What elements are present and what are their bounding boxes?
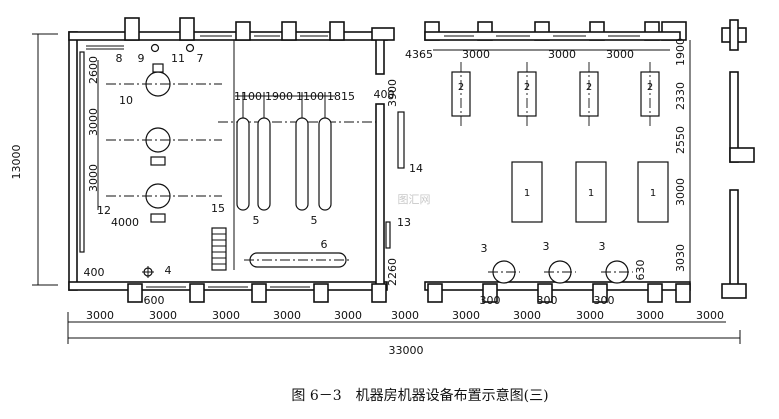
horizontal-tank (244, 252, 352, 268)
label-7: 7 (197, 52, 204, 65)
dim-4000: 4000 (111, 216, 139, 229)
item-labels: 8 9 11 7 10 12 15 4 5 5 6 14 13 2 2 2 2 … (97, 52, 656, 277)
dimension-lines (32, 33, 741, 344)
label-15: 15 (211, 202, 225, 215)
left-vertical-2600: 2600 (87, 56, 100, 84)
bottom-span-1: 3000 (86, 309, 114, 322)
dim-400-right: 400 (374, 88, 395, 101)
bottom-span-11: 3000 (696, 309, 724, 322)
offset-300-3: 300 (594, 294, 615, 307)
label-3-b: 3 (543, 240, 550, 253)
left-vertical-3000a: 3000 (87, 108, 100, 136)
figure-caption: 图 6－3 机器房机器设备布置示意图(三) (291, 387, 548, 404)
bottom-span-4: 3000 (273, 309, 301, 322)
bottom-span-10: 3000 (636, 309, 664, 322)
bottom-span-3: 3000 (212, 309, 240, 322)
label-5b: 5 (311, 214, 318, 227)
right-vert-2330: 2330 (674, 82, 687, 110)
label-14: 14 (409, 162, 423, 175)
left-building-walls (68, 17, 395, 303)
unit-2-d: 2 (647, 82, 653, 93)
label-6: 6 (321, 238, 328, 251)
dim-630: 630 (634, 260, 647, 281)
tank-group (235, 92, 335, 211)
right-top-span-1: 3000 (462, 48, 490, 61)
right-room-equipment (451, 62, 669, 284)
right-top-span-2: 3000 (548, 48, 576, 61)
tank-dim-1100a: 1100 (234, 90, 262, 103)
dimension-texts: 33000 13000 3000 3000 3000 3000 3000 300… (10, 38, 724, 357)
label-8: 8 (116, 52, 123, 65)
label-3-c: 3 (599, 240, 606, 253)
right-vert-1900: 1900 (674, 38, 687, 66)
dim-400-left: 400 (84, 266, 105, 279)
overall-height: 13000 (10, 145, 23, 180)
label-11: 11 (171, 52, 185, 65)
label-10: 10 (119, 94, 133, 107)
unit-1-b: 1 (588, 188, 594, 199)
label-9: 9 (138, 52, 145, 65)
item-14 (397, 111, 405, 169)
label-4: 4 (165, 264, 172, 277)
right-vert-3030: 3030 (674, 244, 687, 272)
bottom-span-9: 3000 (576, 309, 604, 322)
right-vert-2550: 2550 (674, 126, 687, 154)
unit-1-c: 1 (650, 188, 656, 199)
bottom-span-2: 3000 (149, 309, 177, 322)
tank-dim-1815: 1815 (327, 90, 355, 103)
label-5a: 5 (253, 214, 260, 227)
dim-3900: 3900 (386, 79, 399, 107)
label-3-a: 3 (481, 242, 488, 255)
left-room-equipment (79, 43, 222, 278)
dim-2260: 2260 (386, 258, 399, 286)
offset-300-1: 300 (480, 294, 501, 307)
stair (211, 227, 227, 271)
item-13 (385, 221, 391, 249)
bottom-span-7: 3000 (452, 309, 480, 322)
dim-4365: 4365 (405, 48, 433, 61)
tank-dim-1100b: 1100 (296, 90, 324, 103)
dim-600: 600 (144, 294, 165, 307)
bottom-span-5: 3000 (334, 309, 362, 322)
watermark: 图汇网 (398, 193, 431, 206)
offset-300-2: 300 (537, 294, 558, 307)
right-top-span-3: 3000 (606, 48, 634, 61)
unit-1-a: 1 (524, 188, 530, 199)
unit-2-c: 2 (586, 82, 592, 93)
unit-2-a: 2 (458, 82, 464, 93)
right-building-walls (424, 19, 755, 303)
bottom-span-6: 3000 (391, 309, 419, 322)
label-13: 13 (397, 216, 411, 229)
overall-width: 33000 (389, 344, 424, 357)
label-12: 12 (97, 204, 111, 217)
tank-dim-1900: 1900 (265, 90, 293, 103)
right-vert-3000: 3000 (674, 178, 687, 206)
bottom-span-8: 3000 (513, 309, 541, 322)
left-vertical-3000b: 3000 (87, 164, 100, 192)
unit-2-b: 2 (524, 82, 530, 93)
